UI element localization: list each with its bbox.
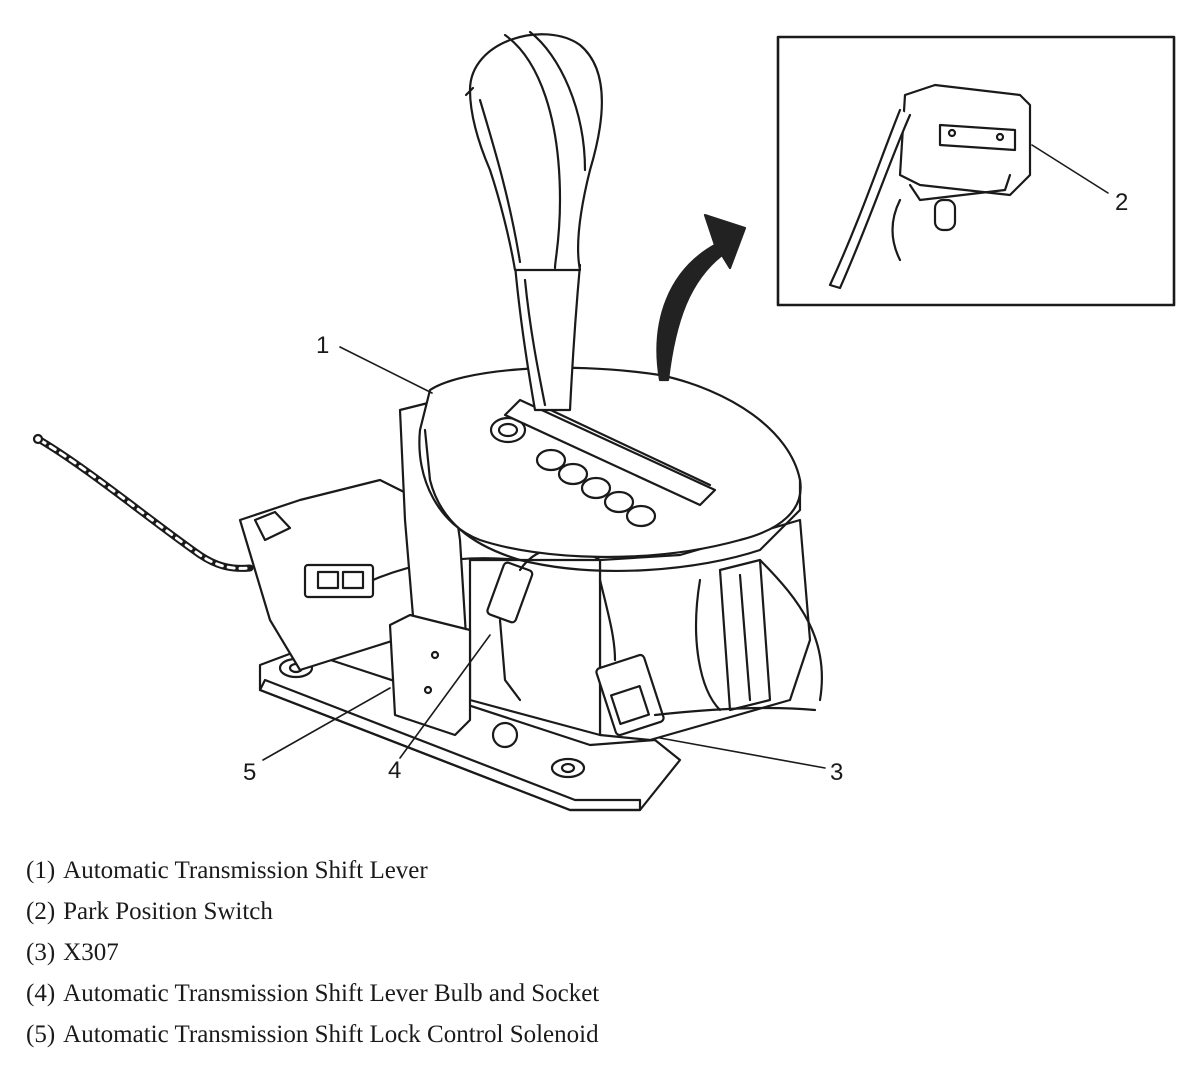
parts-legend: (1) Automatic Transmission Shift Lever (2… — [26, 850, 1176, 1055]
shift-bezel — [418, 366, 802, 572]
legend-num: (4) — [26, 980, 56, 1007]
shifter-assembly-diagram: 1 2 3 4 5 — [32, 30, 1176, 812]
callout-3: 3 — [830, 759, 843, 786]
detail-arrow — [656, 213, 747, 382]
leader-3 — [659, 737, 826, 769]
solenoid-bracket — [388, 613, 472, 737]
legend-item-2: (2) Park Position Switch — [26, 891, 1176, 932]
leader-1 — [339, 346, 433, 394]
callout-4: 4 — [388, 757, 401, 784]
inset-detail — [776, 35, 1176, 307]
legend-label: Automatic Transmission Shift Lever Bulb … — [63, 980, 600, 1007]
leader-2 — [1031, 144, 1109, 194]
legend-item-3: (3) X307 — [26, 932, 1176, 973]
callout-2: 2 — [1115, 189, 1128, 216]
x307-connector — [595, 578, 817, 737]
shift-cable — [32, 433, 254, 572]
leader-5 — [262, 687, 391, 761]
legend-num: (5) — [26, 1021, 56, 1048]
legend-label: Automatic Transmission Shift Lever — [63, 857, 428, 884]
leader-4 — [399, 634, 491, 759]
callout-5: 5 — [243, 759, 256, 786]
legend-num: (3) — [26, 939, 56, 966]
legend-label: Automatic Transmission Shift Lock Contro… — [63, 1021, 599, 1048]
callout-1: 1 — [316, 332, 329, 359]
legend-label: Park Position Switch — [63, 898, 273, 925]
shift-knob — [464, 30, 603, 272]
callout-labels: 1 2 3 4 5 — [243, 189, 1128, 786]
legend-item-5: (5) Automatic Transmission Shift Lock Con… — [26, 1014, 1176, 1055]
legend-num: (2) — [26, 898, 56, 925]
legend-item-4: (4) Automatic Transmission Shift Lever Bu… — [26, 973, 1176, 1014]
legend-item-1: (1) Automatic Transmission Shift Lever — [26, 850, 1176, 891]
legend-num: (1) — [26, 857, 56, 884]
legend-label: X307 — [63, 939, 119, 966]
lever-stem — [513, 263, 582, 412]
leader-lines — [262, 144, 1109, 769]
